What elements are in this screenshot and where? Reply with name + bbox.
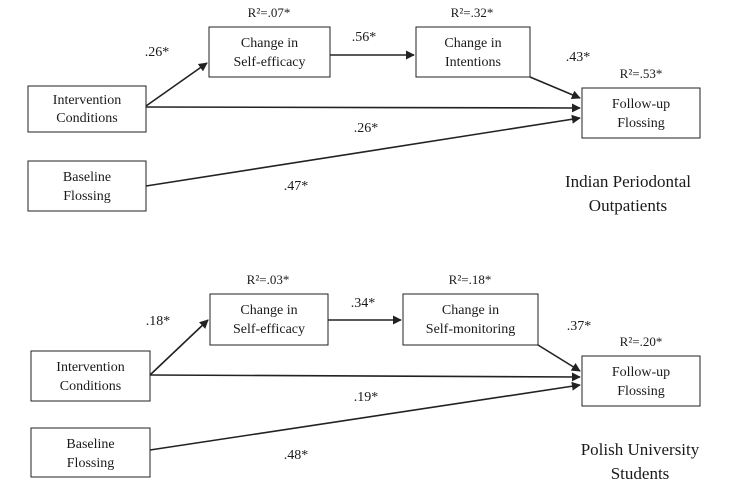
r2-label-self-efficacy: R²=.03* (247, 272, 290, 287)
panel-polish: Intervention Conditions Baseline Flossin… (30, 272, 701, 483)
node-label-line-1: Baseline (63, 170, 111, 185)
r2-label-intentions: R²=.32* (451, 5, 494, 20)
edge-intervention-to-self-efficacy (145, 62, 208, 107)
panel-indian: Intervention Conditions Baseline Flossin… (27, 5, 701, 215)
node-label-line-2: Conditions (56, 111, 117, 126)
node-label-line-2: Self-monitoring (426, 322, 515, 337)
node-label-line-1: Change in (442, 303, 499, 318)
node-change-in-intentions: Change in Intentions (415, 26, 531, 78)
node-follow-up-flossing: Follow-up Flossing (581, 355, 701, 407)
edge-baseline-to-followup (145, 114, 581, 187)
node-label-line-2: Flossing (617, 384, 664, 399)
node-label-line-2: Conditions (60, 379, 121, 394)
node-label-line-1: Baseline (66, 437, 114, 452)
node-change-in-self-monitoring: Change in Self-monitoring (402, 293, 539, 346)
node-label-line-1: Follow-up (612, 365, 670, 380)
edge-baseline-to-followup (149, 381, 581, 451)
node-label-line-1: Intervention (56, 360, 124, 375)
coef-intervention-to-self-efficacy: .18* (146, 314, 171, 329)
coef-self-efficacy-to-intentions: .56* (352, 30, 377, 45)
node-label-line-2: Flossing (67, 456, 114, 471)
coef-intervention-to-followup: .19* (354, 390, 379, 405)
edge-intervention-to-self-efficacy (149, 319, 209, 376)
node-label-line-2: Self-efficacy (233, 322, 305, 337)
node-intervention-conditions: Intervention Conditions (30, 350, 151, 402)
r2-label-followup: R²=.53* (620, 66, 663, 81)
edge-intervention-to-followup (149, 372, 581, 382)
coef-baseline-to-followup: .47* (284, 179, 309, 194)
node-label-line-1: Intervention (53, 93, 121, 108)
edge-intervention-to-followup (145, 103, 581, 113)
node-label-line-1: Change in (240, 303, 297, 318)
r2-label-followup: R²=.20* (620, 334, 663, 349)
r2-label-self-monitoring: R²=.18* (449, 272, 492, 287)
node-intervention-conditions: Intervention Conditions (27, 85, 147, 133)
panel-caption-line-2: Students (611, 464, 670, 483)
node-baseline-flossing: Baseline Flossing (27, 160, 147, 212)
r2-label-self-efficacy: R²=.07* (248, 5, 291, 20)
node-label-line-1: Follow-up (612, 97, 670, 112)
coef-intervention-to-followup: .26* (354, 121, 379, 136)
node-change-in-self-efficacy: Change in Self-efficacy (208, 26, 331, 78)
panel-caption-line-2: Outpatients (589, 196, 667, 215)
node-change-in-self-efficacy: Change in Self-efficacy (209, 293, 329, 346)
edge-self-monitoring-to-followup (537, 344, 581, 372)
panel-caption-line-1: Indian Periodontal (565, 172, 691, 191)
node-label-line-1: Change in (241, 36, 298, 51)
coef-self-efficacy-to-self-monitoring: .34* (351, 296, 376, 311)
node-label-line-2: Self-efficacy (233, 55, 305, 70)
node-label-line-2: Flossing (63, 189, 110, 204)
panel-caption-line-1: Polish University (581, 440, 700, 459)
edge-intentions-to-followup (529, 76, 581, 100)
node-label-line-2: Intentions (445, 55, 501, 70)
coef-self-monitoring-to-followup: .37* (567, 319, 592, 334)
node-follow-up-flossing: Follow-up Flossing (581, 87, 701, 139)
coef-intervention-to-self-efficacy: .26* (145, 45, 170, 60)
node-label-line-2: Flossing (617, 116, 664, 131)
coef-intentions-to-followup: .43* (566, 50, 591, 65)
coef-baseline-to-followup: .48* (284, 448, 309, 463)
node-label-line-1: Change in (444, 36, 501, 51)
node-baseline-flossing: Baseline Flossing (30, 427, 151, 478)
